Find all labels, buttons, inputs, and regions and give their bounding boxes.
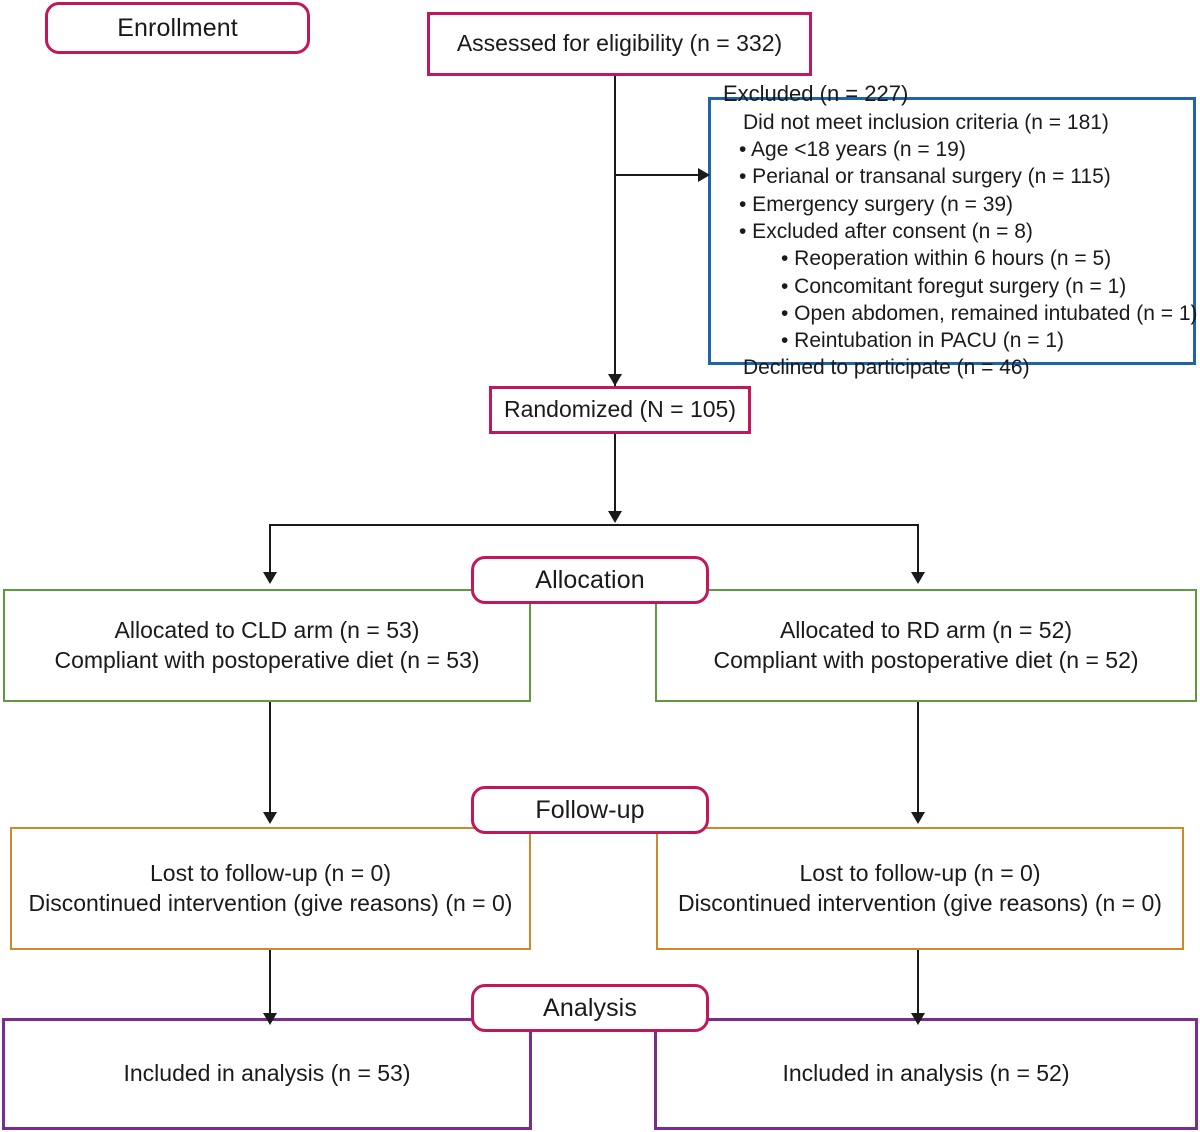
- connector-followup-left-to-analysis: [269, 950, 271, 1020]
- box-allocated-left: Allocated to CLD arm (n = 53) Compliant …: [3, 589, 531, 702]
- stage-pill-followup: Follow-up: [471, 786, 709, 834]
- arrow-allocation-right: [911, 572, 925, 584]
- connector-assessed-to-randomized: [614, 76, 616, 386]
- box-analysis-left: Included in analysis (n = 53): [2, 1018, 532, 1130]
- connector-allocation-left-drop: [269, 524, 271, 574]
- excluded-title: Excluded (n = 227): [723, 81, 909, 107]
- arrow-analysis-right: [911, 1013, 925, 1025]
- excluded-not-met-heading: Did not meet inclusion criteria (n = 181…: [743, 110, 1109, 134]
- excluded-reason-4: • Excluded after consent (n = 8): [739, 220, 1033, 243]
- connector-to-excluded: [615, 174, 700, 176]
- allocated-right-line-1: Allocated to RD arm (n = 52): [779, 616, 1073, 643]
- analysis-left-text: Included in analysis (n = 53): [123, 1060, 411, 1087]
- excluded-sub-reason-1: • Reoperation within 6 hours (n = 5): [781, 247, 1112, 271]
- followup-right-line-2: Discontinued intervention (give reasons)…: [678, 889, 1162, 916]
- stage-label-followup: Follow-up: [535, 795, 645, 824]
- box-allocated-right: Allocated to RD arm (n = 52) Compliant w…: [655, 589, 1197, 702]
- arrow-followup-right: [911, 812, 925, 824]
- arrow-followup-left: [263, 812, 277, 824]
- box-randomized: Randomized (N = 105): [489, 386, 751, 434]
- excluded-sub-reason-3: • Open abdomen, remained intubated (n = …: [781, 301, 1198, 325]
- connector-allocation-split-bar: [269, 524, 919, 526]
- followup-right-line-1: Lost to follow-up (n = 0): [799, 859, 1041, 886]
- allocated-right-line-2: Compliant with postoperative diet (n = 5…: [713, 646, 1139, 673]
- stage-label-enrollment: Enrollment: [117, 13, 238, 42]
- stage-pill-enrollment: Enrollment: [45, 2, 310, 54]
- allocated-left-line-1: Allocated to CLD arm (n = 53): [114, 616, 420, 643]
- excluded-declined: Declined to participate (n = 46): [743, 356, 1030, 380]
- excluded-sub-reason-2: • Concomitant foregut surgery (n = 1): [781, 274, 1127, 298]
- excluded-reason-3: • Emergency surgery (n = 39): [739, 192, 1014, 216]
- stage-pill-allocation: Allocation: [471, 556, 709, 604]
- arrow-to-excluded: [698, 168, 710, 182]
- connector-allocation-left-to-followup: [269, 702, 271, 814]
- allocated-left-line-2: Compliant with postoperative diet (n = 5…: [54, 646, 480, 673]
- box-analysis-right: Included in analysis (n = 52): [654, 1018, 1198, 1130]
- followup-left-line-2: Discontinued intervention (give reasons)…: [28, 889, 513, 916]
- arrow-allocation-left: [263, 572, 277, 584]
- arrow-to-randomized: [608, 374, 622, 386]
- box-followup-left: Lost to follow-up (n = 0) Discontinued i…: [10, 827, 531, 950]
- excluded-sub-reason-4: • Reintubation in PACU (n = 1): [781, 329, 1065, 353]
- assessed-text: Assessed for eligibility (n = 332): [456, 30, 783, 57]
- box-assessed-for-eligibility: Assessed for eligibility (n = 332): [427, 12, 812, 76]
- randomized-text: Randomized (N = 105): [503, 396, 737, 423]
- excluded-reason-1: • Age <18 years (n = 19): [739, 138, 966, 162]
- stage-pill-analysis: Analysis: [471, 984, 709, 1032]
- connector-randomized-to-split: [614, 434, 616, 516]
- arrow-analysis-left: [263, 1013, 277, 1025]
- excluded-reason-2: • Perianal or transanal surgery (n = 115…: [739, 165, 1111, 189]
- connector-allocation-right-drop: [917, 524, 919, 574]
- box-followup-right: Lost to follow-up (n = 0) Discontinued i…: [656, 827, 1184, 950]
- followup-left-line-1: Lost to follow-up (n = 0): [150, 859, 391, 886]
- connector-allocation-right-to-followup: [917, 702, 919, 814]
- analysis-right-text: Included in analysis (n = 52): [782, 1060, 1070, 1087]
- connector-followup-right-to-analysis: [917, 950, 919, 1020]
- stage-label-analysis: Analysis: [543, 993, 637, 1022]
- arrow-randomized-split: [608, 511, 622, 523]
- box-excluded: Excluded (n = 227) Did not meet inclusio…: [708, 81, 1198, 379]
- stage-label-allocation: Allocation: [535, 565, 645, 594]
